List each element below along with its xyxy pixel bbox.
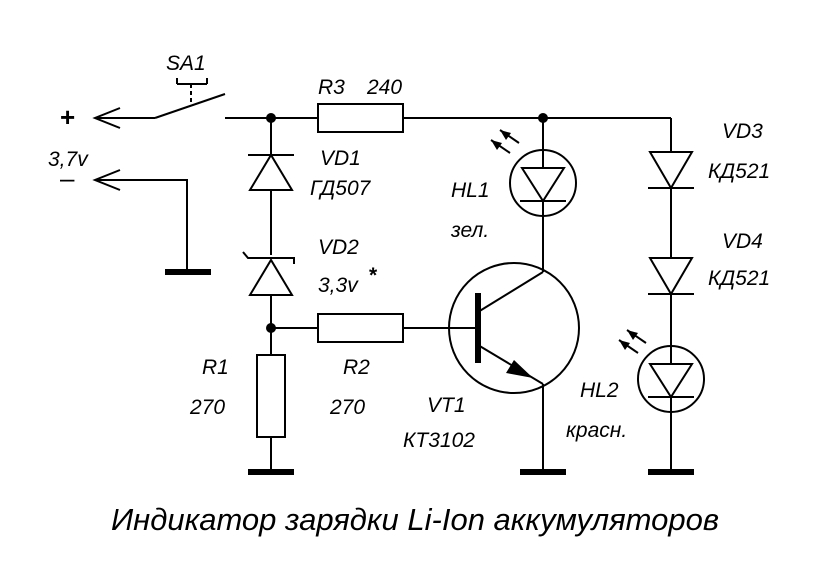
vt1-value: КТ3102 [403,429,475,452]
resistor-r3 [317,103,404,133]
resistor-r2 [317,313,404,343]
r1-ref: R1 [202,356,229,379]
diode-vd3 [648,151,694,190]
switch-sa1 [154,78,226,119]
hl1-ref: HL1 [451,179,490,202]
vd1-ref: VD1 [320,147,361,170]
hl2-ref: HL2 [580,379,619,402]
diode-vd1 [248,153,294,191]
minus-wire [95,179,188,272]
diode-vd4 [648,257,694,296]
voltage-label: 3,7v [48,148,89,171]
vd1-value: ГД507 [310,177,372,200]
junction-dot [266,113,276,123]
vd3-value: КД521 [708,160,770,183]
zener-vd2 [242,251,295,296]
vd4-ref: VD4 [722,230,763,253]
vd2-ref: VD2 [318,236,359,259]
r2-value: 270 [329,396,365,419]
transistor-vt1 [448,262,580,394]
hl2-color: красн. [566,419,627,442]
r2-ref: R2 [343,356,370,379]
junction-dot [538,113,548,123]
minus-label: – [60,163,75,193]
diagram-title: Индикатор зарядки Li-Ion аккумуляторов [111,502,719,537]
plus-label: + [60,102,75,132]
r3-ref: R3 [318,76,345,99]
resistor-r1 [256,354,286,438]
plus-terminal-arrow [92,107,121,129]
vd2-value: 3,3v [318,274,359,297]
minus-terminal-arrow [92,169,121,191]
vt1-ref: VT1 [427,394,466,417]
vd4-value: КД521 [708,267,770,290]
sa1-label: SA1 [166,52,206,75]
hl1-color: зел. [450,219,489,242]
wires [95,117,672,472]
vd2-mark: * [369,264,378,287]
r1-value: 270 [189,396,225,419]
junction-dot [266,323,276,333]
vd3-ref: VD3 [722,120,763,143]
r3-value: 240 [366,76,402,99]
led-hl2 [618,329,705,413]
led-hl1 [490,129,577,217]
